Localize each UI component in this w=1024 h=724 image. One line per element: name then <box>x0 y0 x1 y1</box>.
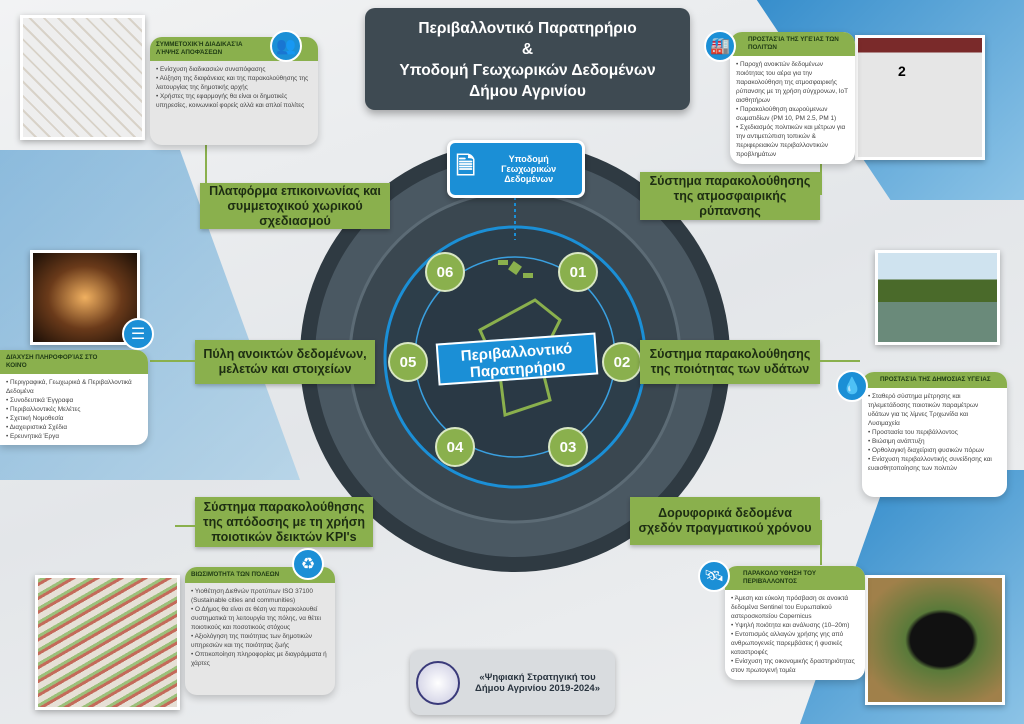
connector-line <box>820 520 822 565</box>
module-number-04[interactable]: 04 <box>435 427 475 467</box>
card-item: Ενίσχυση της οικονομικής δραστηριότητας … <box>731 657 859 675</box>
satellite-icon: 🛰 <box>698 560 730 592</box>
globe-recycle-icon: ♻ <box>292 548 324 580</box>
lake-image <box>875 250 1000 345</box>
municipality-seal <box>416 660 460 705</box>
environment-card: Παρακολούθηση του περιβάλλοντος Άμεση κα… <box>725 566 865 680</box>
city-map-image <box>35 575 180 710</box>
module-label-04[interactable]: Σύστημα παρακολούθησης της απόδοσης με τ… <box>195 497 373 547</box>
card-item: Περιβαλλοντικές Μελέτες <box>6 405 142 414</box>
sustainability-card: Βιωσιμότητα των πόλεων Υιοθέτηση Διεθνών… <box>185 567 335 695</box>
water-drop-icon: 💧 <box>836 370 868 402</box>
card-title: Παρακολούθηση του περιβάλλοντος <box>725 566 865 590</box>
factory-icon: 🏭 <box>704 30 736 62</box>
module-label-06[interactable]: Πλατφόρμα επικοινωνίας και συμμετοχικού … <box>200 183 390 229</box>
title-line: & <box>521 41 534 58</box>
strategy-quote-box: «Ψηφιακή Στρατηγική του Δήμου Αγρινίου 2… <box>410 650 615 715</box>
module-number-03[interactable]: 03 <box>548 427 588 467</box>
connector-line <box>175 525 195 527</box>
card-title: Προστασία της δημόσιας υγείας <box>862 372 1007 388</box>
card-item: Συνοδευτικά Έγγραφα <box>6 396 142 405</box>
card-item: Εντοπισμός αλλαγών χρήσης γης από ανθρωπ… <box>731 630 859 657</box>
module-label-05[interactable]: Πύλη ανοικτών δεδομένων, μελετών και στο… <box>195 340 375 384</box>
info-card: Διάχυση πληροφορίας στο κοινό Περιγραφικ… <box>0 350 148 445</box>
card-item: Περιγραφικά, Γεωχωρικά & Περιβαλλοντικά … <box>6 378 142 396</box>
card-item: Ορθολογική διαχείριση φυσικών πόρων <box>868 446 1001 455</box>
title-line: Περιβαλλοντικό Παρατηρήριο <box>418 20 637 37</box>
card-title: Διάχυση πληροφορίας στο κοινό <box>0 350 148 374</box>
people-chat-icon: 👥 <box>270 30 302 62</box>
database-icon: ☰ <box>122 318 154 350</box>
card-item: Άμεση και εύκολη πρόσβαση σε ανοικτά δεδ… <box>731 594 859 621</box>
module-label-02[interactable]: Σύστημα παρακολούθησης της ποιότητας των… <box>640 340 820 384</box>
satellite-icon <box>498 260 533 278</box>
card-title: Προστασία της υγείας των πολιτών <box>730 32 855 56</box>
module-number-06[interactable]: 06 <box>425 252 465 292</box>
satellite-image <box>865 575 1005 705</box>
card-item: Ενίσχυση διαδικασιών συναπόφασης <box>156 65 312 74</box>
data-center-image <box>30 250 140 345</box>
strategy-quote: «Ψηφιακή Στρατηγική του Δήμου Αγρινίου 2… <box>475 671 600 694</box>
page-title: Περιβαλλοντικό Παρατηρήριο & Υποδομή Γεω… <box>365 8 690 110</box>
connector-line <box>820 160 822 195</box>
module-label-01[interactable]: Σύστημα παρακολούθησης της ατμοσφαιρικής… <box>640 172 820 220</box>
card-item: Αξιολόγηση της ποιότητας των δημοτικών υ… <box>191 632 329 650</box>
card-item: Χρήστες της εφαρμογής θα είναι οι δημοτι… <box>156 92 312 110</box>
card-item: Ερευνητικά Έργα <box>6 432 142 441</box>
card-item: Σχεδιασμός πολιτικών και μέτρων για την … <box>736 123 849 159</box>
card-item: Ενίσχυση περιβαλλοντικής συνείδησης και … <box>868 455 1001 473</box>
air-quality-dashboard-image: 2 <box>855 35 985 160</box>
health-card: Προστασία της υγείας των πολιτών Παροχή … <box>730 32 855 164</box>
card-item: Προστασία του περιβάλλοντος <box>868 428 1001 437</box>
card-item: Υψηλή ποιότητα και ανάλυσης (10–20m) <box>731 621 859 630</box>
connector-line <box>820 360 860 362</box>
badge-label: Υποδομή Γεωχωρικών Δεδομένων <box>501 154 557 184</box>
card-item: Αύξηση της διαφάνειας και της παρακολούθ… <box>156 74 312 92</box>
card-item: Υιοθέτηση Διεθνών προτύπων ISO 37100 (Su… <box>191 587 329 605</box>
module-label-03[interactable]: Δορυφορικά δεδομένα σχεδόν πραγματικού χ… <box>630 497 820 545</box>
title-line: Δήμου Αγρινίου <box>469 83 586 100</box>
card-item: Οπτικοποίηση πληροφορίας με διαγράμματα … <box>191 650 329 668</box>
infrastructure-badge[interactable]: 🗎 Υποδομή Γεωχωρικών Δεδομένων <box>447 140 585 198</box>
card-item: Σχετική Νομοθεσία <box>6 414 142 423</box>
card-item: Βιώσιμη ανάπτυξη <box>868 437 1001 446</box>
card-item: Παροχή ανοικτών δεδομένων ποιότητας του … <box>736 60 849 105</box>
module-number-05[interactable]: 05 <box>388 342 428 382</box>
card-item: Σταθερό σύστημα μέτρησης και τηλεμετάδοσ… <box>868 392 1001 428</box>
module-number-01[interactable]: 01 <box>558 252 598 292</box>
module-number-02[interactable]: 02 <box>602 342 642 382</box>
connector-line <box>150 360 195 362</box>
card-item: Ο Δήμος θα είναι σε θέση να παρακολουθεί… <box>191 605 329 632</box>
card-item: Παρακολούθηση αιωρούμενων σωματιδίων (PM… <box>736 105 849 123</box>
document-icon: 🗎 <box>456 152 476 180</box>
title-line: Υποδομή Γεωχωρικών Δεδομένων <box>399 62 656 79</box>
card-item: Διαχειριστικά Σχέδια <box>6 423 142 432</box>
dashboard-value: 2 <box>898 63 906 79</box>
street-map-image <box>20 15 145 140</box>
public-health-card: Προστασία της δημόσιας υγείας Σταθερό σύ… <box>862 372 1007 497</box>
map-outline-icon <box>478 298 562 418</box>
connector-line <box>205 140 207 205</box>
